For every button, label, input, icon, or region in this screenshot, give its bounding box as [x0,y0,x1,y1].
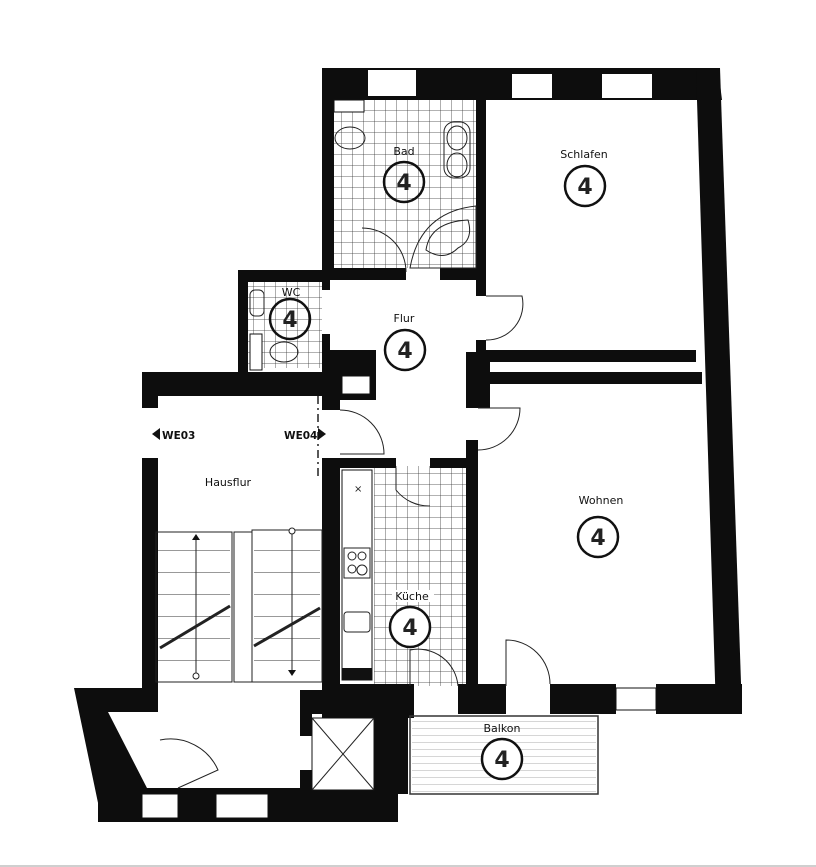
staircase [155,527,323,683]
stairs-right [254,532,320,680]
unit-badge-icon [383,328,427,372]
svg-text:4: 4 [397,339,412,364]
fixtures: × [249,121,477,633]
room-schlafen: Schlafen 4 [560,148,608,208]
room-balkon: Balkon 4 [480,722,524,781]
wc-toilet-icon [269,341,299,363]
unit-badge-icon [480,737,524,781]
page-bottom-border [0,865,816,867]
unit-badge-icon [576,515,620,559]
svg-text:WE04: WE04 [284,430,317,442]
svg-text:Küche: Küche [395,590,429,603]
stove-icon [343,547,371,579]
stairs-left [158,534,230,680]
sink-icon [443,121,471,179]
marker-we03: WE03 [152,428,195,442]
svg-text:4: 4 [577,175,592,200]
unit-badge-icon [563,164,607,208]
room-wohnen: Wohnen 4 [576,494,624,559]
svg-text:Flur: Flur [394,312,415,325]
room-kueche: Küche 4 [388,590,434,649]
kitchen-sink-icon [343,611,371,633]
balkon-railing [409,715,599,795]
room-flur: Flur 4 [383,312,427,372]
svg-text:WC: WC [282,286,301,299]
bathtub-icon [409,205,477,269]
doors [159,227,551,789]
marker-we04: WE04 [284,428,326,442]
wc-sink-icon [249,289,265,317]
svg-text:4: 4 [402,616,417,641]
room-hausflur: Hausflur [205,476,252,489]
walls [74,68,742,822]
unit-badge-icon [382,160,426,204]
svg-text:4: 4 [590,526,605,551]
svg-text:Schlafen: Schlafen [560,148,607,161]
kueche-floor [374,466,468,686]
unit-badge-icon [268,297,312,341]
unit-badge-icon [388,605,432,649]
room-wc: WC 4 [268,286,312,341]
svg-text:4: 4 [396,171,411,196]
room-bad: Bad 4 [382,145,426,204]
svg-text:4: 4 [282,308,297,333]
svg-text:×: × [354,484,362,495]
elevator-shaft [311,717,375,791]
svg-text:Bad: Bad [393,145,414,158]
svg-text:WE03: WE03 [162,430,195,442]
toilet-icon [334,126,366,150]
svg-text:Hausflur: Hausflur [205,476,252,489]
svg-text:4: 4 [494,748,509,773]
svg-text:Balkon: Balkon [483,722,520,735]
svg-text:Wohnen: Wohnen [579,494,624,507]
